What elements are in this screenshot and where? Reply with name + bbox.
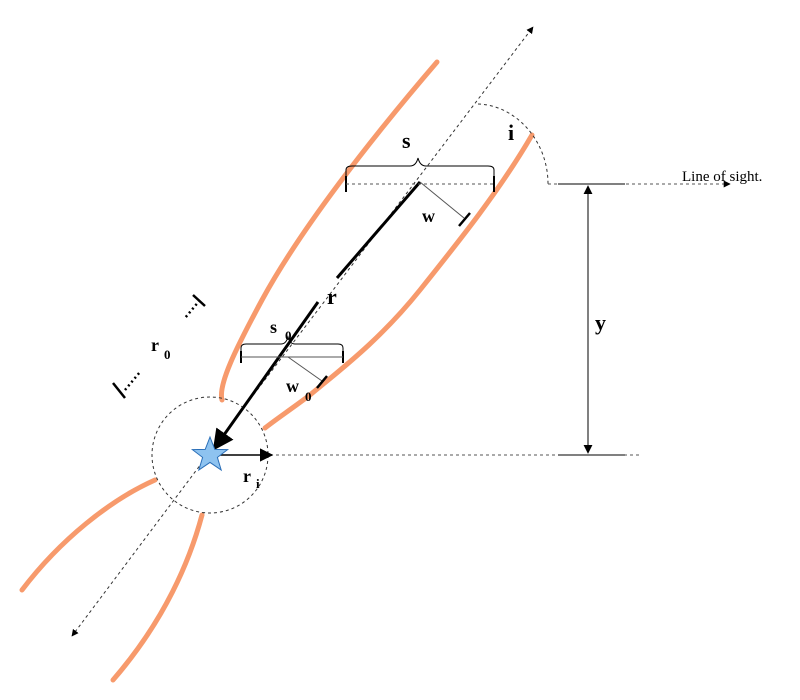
star-icon [190, 435, 230, 472]
jet-upper-right-edge [262, 132, 535, 431]
label-w0-sub: 0 [305, 389, 312, 404]
counter-jet-axis-dashed [71, 451, 211, 637]
r-segment-upper [335, 181, 422, 279]
jet-lower-left-edge [19, 477, 158, 593]
label-w0-main: w [286, 376, 299, 396]
label-s: s [402, 128, 411, 153]
label-i: i [508, 120, 514, 145]
w0-measure-line [287, 356, 323, 382]
r0-gap-mask [136, 315, 189, 375]
label-r0-main: r [151, 335, 159, 355]
r0-upper-end [192, 294, 206, 307]
jet-lower-right-edge [110, 512, 205, 683]
s-bracket [345, 157, 495, 177]
jet-outline [19, 59, 535, 683]
s0-bracket [240, 335, 344, 352]
label-line-of-sight: Line of sight. [682, 169, 762, 185]
r-segment-lower [212, 301, 320, 451]
label-s0-main: s [270, 317, 277, 337]
r0-lower-end [112, 382, 126, 399]
w-measure-line [419, 181, 465, 219]
r0-bar [112, 294, 206, 399]
label-s0-sub: 0 [285, 328, 292, 343]
w0-end-tick [316, 375, 328, 389]
label-r0-sub: 0 [164, 347, 171, 362]
label-w: w [422, 206, 435, 226]
label-ri-main: r [243, 466, 251, 486]
jet-upper-left-edge [218, 59, 440, 403]
w-end-tick [458, 212, 471, 227]
label-r: r [327, 284, 337, 309]
label-ri-sub: i [256, 476, 260, 491]
label-y: y [595, 310, 606, 335]
inclination-arc [477, 103, 549, 185]
